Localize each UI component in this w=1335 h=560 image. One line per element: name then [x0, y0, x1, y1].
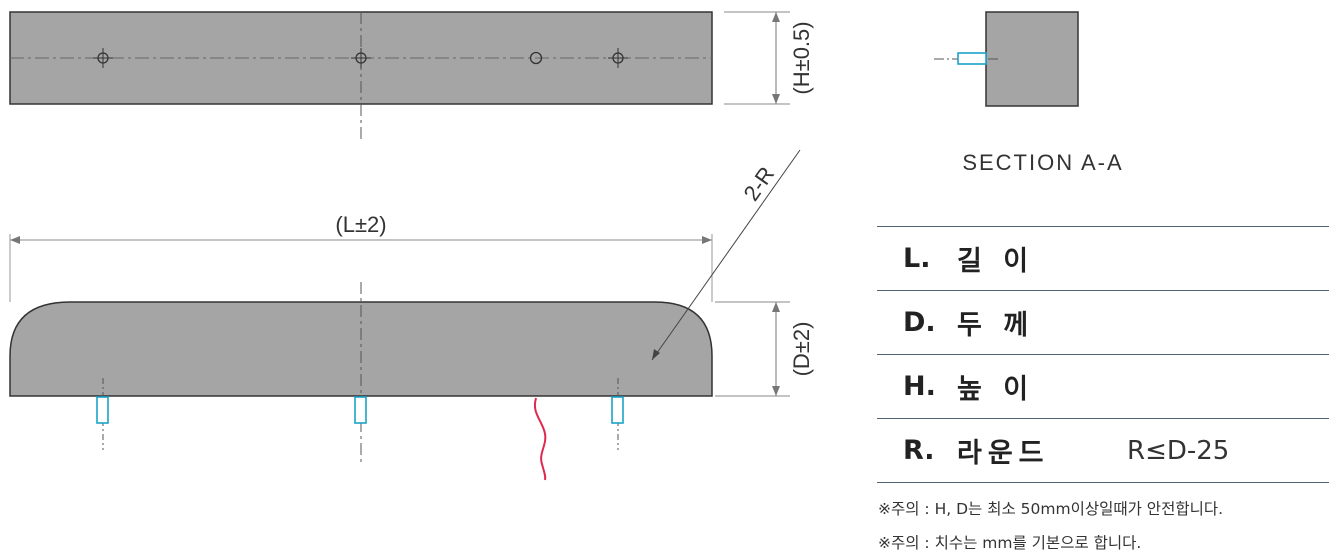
- legend-key: R.: [903, 435, 935, 466]
- round-callout: 2-R: [651, 149, 801, 361]
- legend-table: L. 길 이 D. 두 께 H. 높 이 R. 라운드 R≤D-25: [877, 226, 1329, 483]
- front-view: (L±2) (D±2) 2-R: [9, 149, 814, 481]
- round-callout-label: 2-R: [738, 162, 779, 205]
- legend-term: 두 께: [957, 310, 1035, 341]
- legend-row-height: H. 높 이: [877, 355, 1329, 419]
- legend-key: D.: [903, 307, 936, 338]
- legend-key: H.: [903, 371, 936, 402]
- height-dimension-label: (H±0.5): [789, 21, 814, 94]
- legend-row-depth: D. 두 께: [877, 291, 1329, 355]
- legend-row-round: R. 라운드 R≤D-25: [877, 419, 1329, 483]
- bolt: [611, 378, 624, 450]
- section-bolt: [957, 52, 987, 65]
- legend-term: 높 이: [957, 374, 1035, 405]
- top-view-cable-hole: [529, 51, 543, 65]
- note-units: ※주의 : 치수는 mm를 기본으로 합니다.: [878, 534, 1142, 552]
- bolt: [96, 378, 109, 450]
- cable: [534, 397, 547, 481]
- front-view-body: [9, 301, 713, 397]
- section-body: [985, 11, 1079, 107]
- legend-key: L.: [903, 243, 931, 274]
- height-dimension: (H±0.5): [724, 11, 814, 105]
- top-view-hole: [351, 48, 371, 68]
- top-view-hole: [93, 48, 113, 68]
- legend-term: 라운드: [957, 438, 1050, 469]
- section-view: SECTION A-A: [934, 11, 1123, 175]
- section-title: SECTION A-A: [962, 150, 1123, 175]
- bolt: [354, 396, 367, 424]
- legend-term: 길 이: [957, 246, 1035, 277]
- depth-dimension: (D±2): [715, 301, 814, 397]
- length-dimension: (L±2): [9, 212, 713, 302]
- top-view: (H±0.5): [9, 11, 814, 140]
- notes: ※주의 : H, D는 최소 50mm이상일때가 안전합니다. ※주의 : 치수…: [878, 492, 1335, 560]
- legend-value: R≤D-25: [1127, 435, 1230, 466]
- legend-row-length: L. 길 이: [877, 226, 1329, 291]
- top-view-hole: [608, 48, 628, 68]
- depth-dimension-label: (D±2): [789, 322, 814, 377]
- length-dimension-label: (L±2): [335, 212, 386, 237]
- note-minimum-size: ※주의 : H, D는 최소 50mm이상일때가 안전합니다.: [878, 500, 1224, 518]
